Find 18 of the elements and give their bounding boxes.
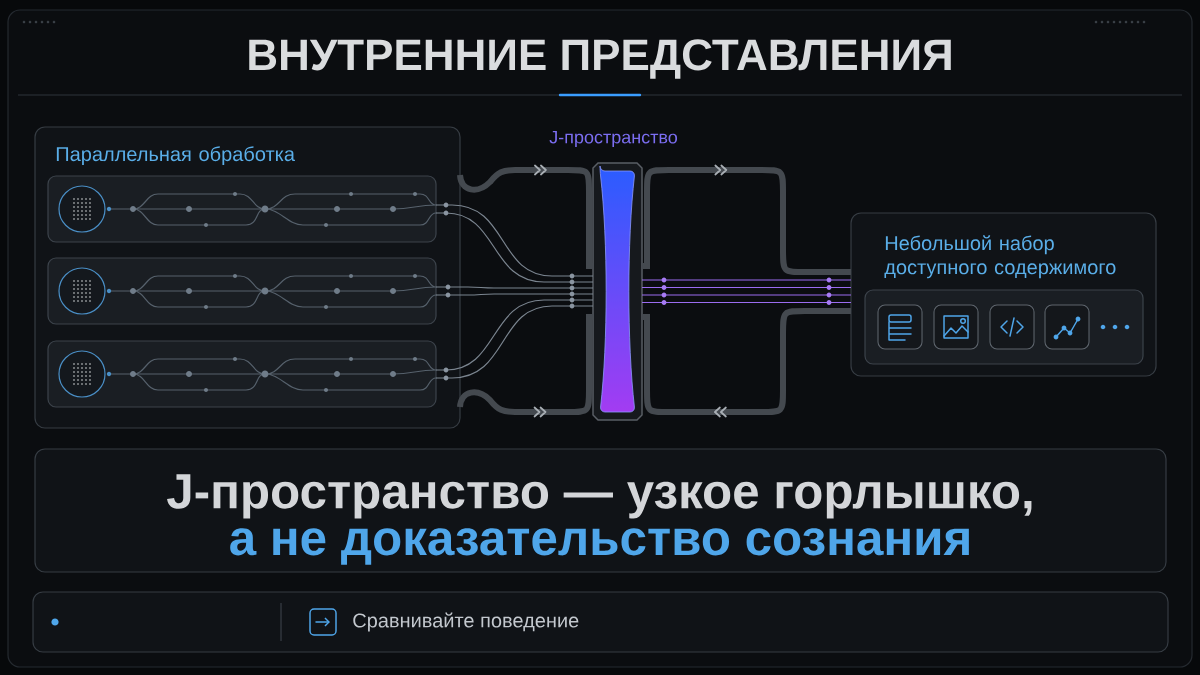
connector-line bbox=[435, 286, 594, 289]
connector-line bbox=[641, 301, 852, 304]
flow-pipe bbox=[642, 308, 851, 418]
connector-line bbox=[435, 293, 594, 296]
connector-line bbox=[641, 279, 852, 281]
flow-pipe bbox=[457, 314, 593, 418]
flow-pipe bbox=[642, 164, 851, 275]
statement-box: J-пространство — узкое горлышко, а не доказательство сознания bbox=[34, 448, 1167, 573]
flow-pipe bbox=[457, 164, 593, 269]
bar-label: J-пространство bbox=[549, 130, 678, 148]
connector-line bbox=[641, 294, 852, 296]
title: ВНУТРЕННИЕ ПРЕДСТАВЛЕНИЯ bbox=[249, 39, 951, 79]
connector-line bbox=[641, 286, 852, 289]
connector-line bbox=[435, 305, 594, 379]
connector-line bbox=[435, 204, 594, 277]
footer-bar: Сравнивайте поведение bbox=[32, 591, 1169, 653]
connector-line bbox=[435, 212, 594, 283]
connector-line bbox=[435, 299, 594, 371]
